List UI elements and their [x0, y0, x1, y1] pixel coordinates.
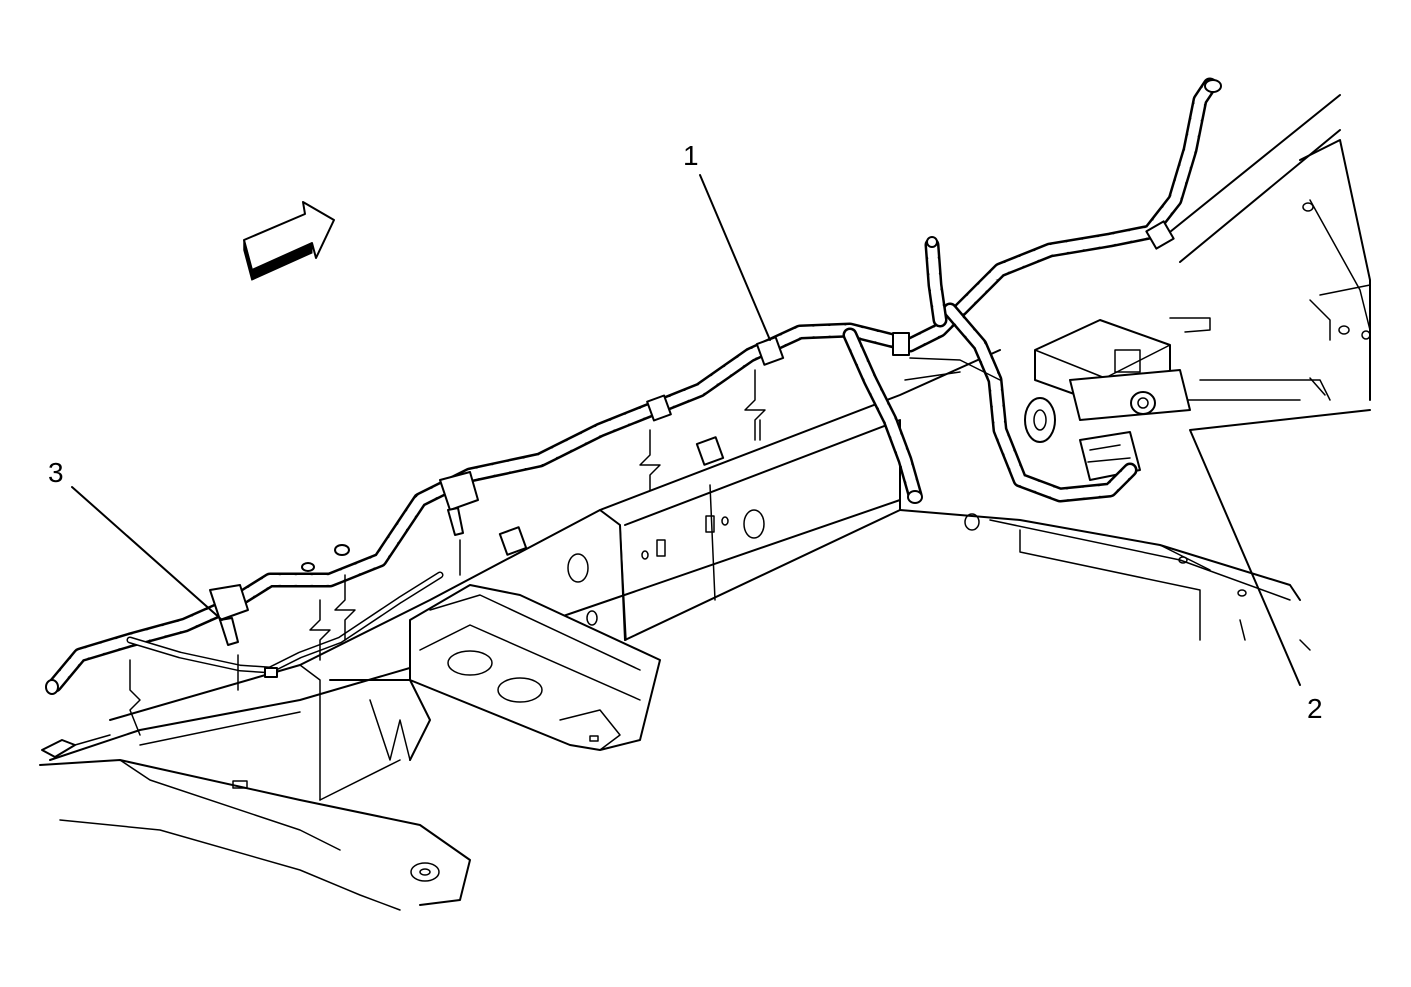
leader-line-3: [71, 486, 223, 621]
callout-label-2: 2: [1307, 693, 1323, 724]
wiring-harness: [41, 77, 1222, 758]
cross-member: [329, 584, 661, 761]
electronic-module: [1024, 317, 1211, 481]
leader-line-2: [1189, 409, 1371, 686]
floor-pan: [39, 499, 1311, 911]
leader-line-1: [699, 174, 771, 341]
side-panel: [1159, 94, 1371, 401]
callout-label-1: 1: [683, 140, 699, 171]
callout-labels: 1 2 3: [48, 140, 1323, 724]
callout-label-3: 3: [48, 457, 64, 488]
direction-arrow-icon: [243, 201, 335, 281]
leader-lines: [71, 174, 1371, 686]
